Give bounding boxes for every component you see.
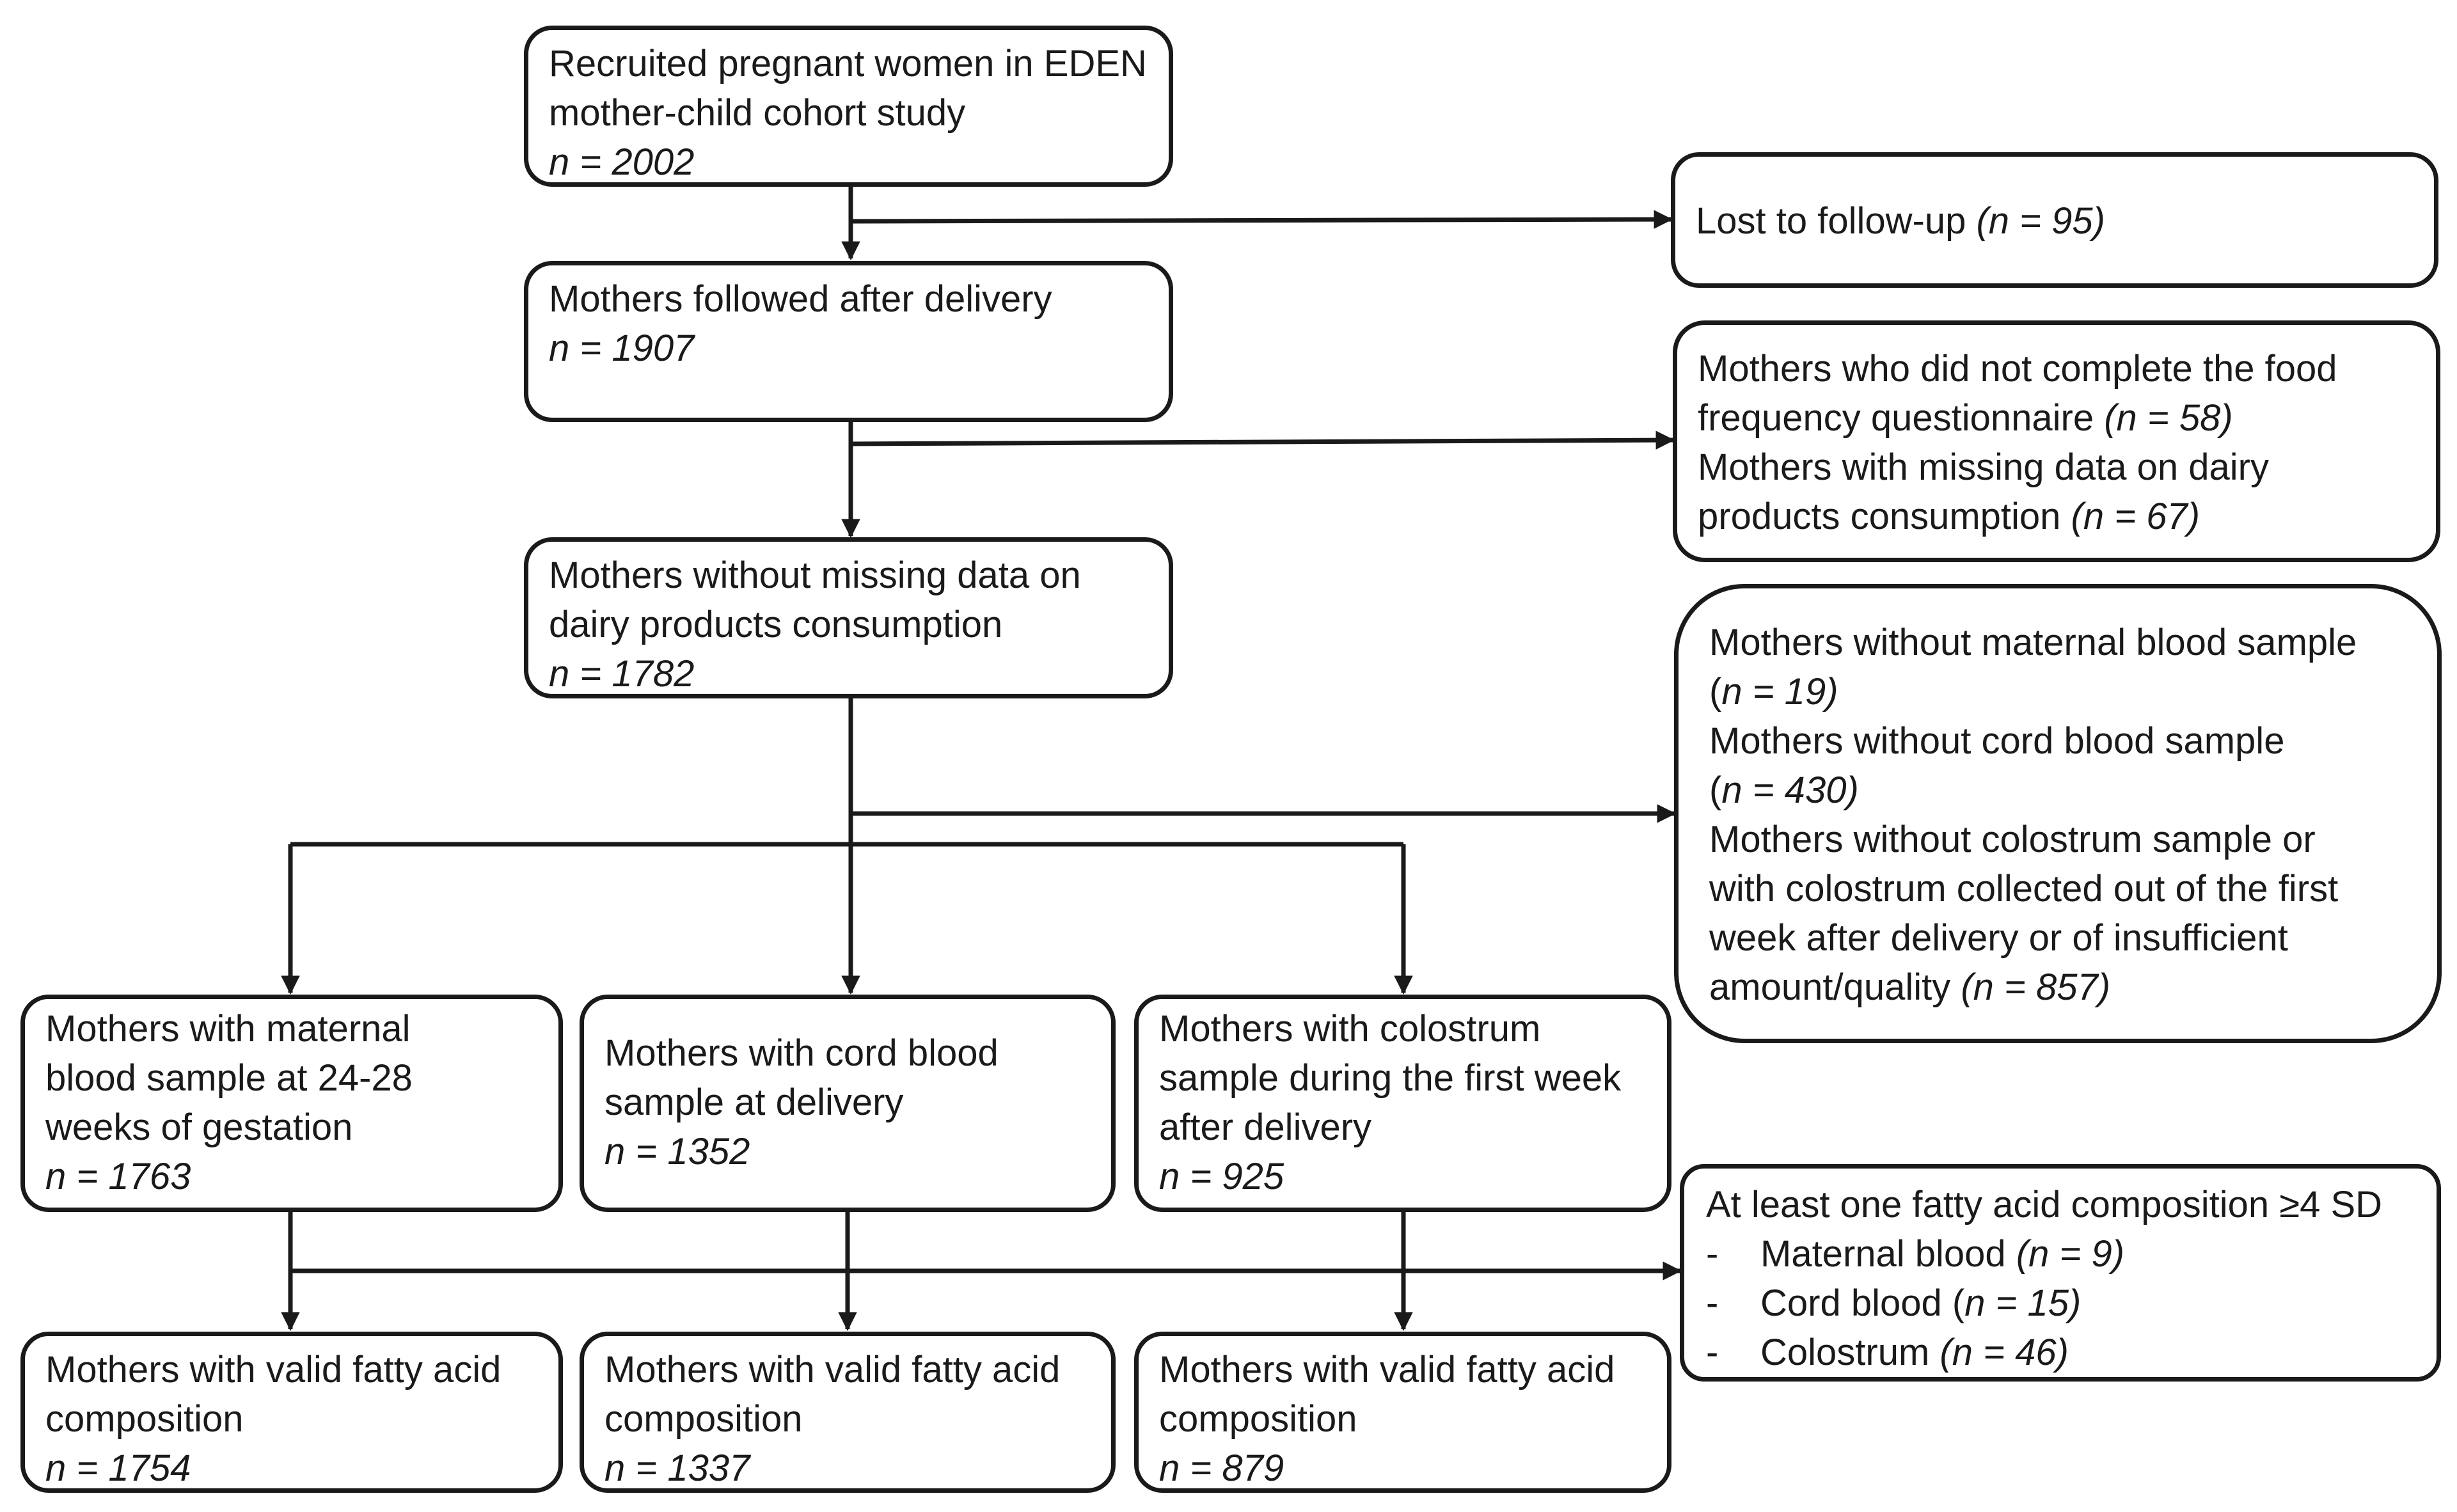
box-colostrum-line1: Mothers with colostrum [1159, 1008, 1541, 1050]
samples-c-line1: Mothers without colostrum sample or [1709, 819, 2316, 860]
samples-c-line4: amount/quality [1709, 966, 1961, 1008]
box-valid-cord-line1: Mothers with valid fatty acid [604, 1349, 1061, 1390]
outliers-item1-label: Maternal blood [1760, 1233, 2016, 1275]
box-recruited-count: n = 2002 [549, 141, 695, 183]
box-valid-cord-count: n = 1337 [604, 1447, 750, 1489]
outliers-item3-label: Colostrum [1760, 1332, 1940, 1373]
box-valid-colostrum-line1: Mothers with valid fatty acid [1159, 1349, 1615, 1390]
lost-line: Lost to follow-up (n = 95) [1696, 196, 2414, 246]
box-valid-maternal-line2: composition [45, 1398, 244, 1440]
outliers-dash-3: - [1706, 1332, 1719, 1373]
outliers-item2-label: Cord blood [1760, 1282, 1952, 1324]
box-colostrum-count: n = 925 [1159, 1156, 1284, 1197]
box-outlier-exclusion: At least one fatty acid composition ≥4 S… [1680, 1164, 2441, 1382]
arrow-to-lost [850, 210, 1673, 229]
arrow-to-ffq-exclusion [850, 430, 1675, 450]
outliers-item-colostrum: -Colostrum (n = 46) [1706, 1328, 2416, 1377]
box-valid-cord: Mothers with valid fatty acid compositio… [580, 1332, 1116, 1493]
box-no-missing-line2: dairy products consumption [549, 604, 1003, 645]
samples-a-count-wrap: (n = 19) [1709, 667, 2417, 716]
ffq-b-line2: products consumption [1698, 496, 2071, 537]
outliers-item3-count: (n = 46) [1940, 1332, 2069, 1373]
samples-c-line2: with colostrum collected out of the firs… [1709, 868, 2339, 910]
ffq-b-count: (n = 67) [2071, 496, 2200, 537]
box-lost-to-follow-up: Lost to follow-up (n = 95) [1671, 152, 2438, 288]
box-valid-colostrum-line2: composition [1159, 1398, 1357, 1440]
box-valid-colostrum-count: n = 879 [1159, 1447, 1284, 1489]
outliers-item-cord: -Cord blood (n = 15) [1706, 1279, 2416, 1328]
box-colostrum-line2: sample during the first week [1159, 1057, 1622, 1099]
ffq-a-line1: Mothers who did not complete the food [1698, 348, 2337, 390]
outliers-item2-count: n = 15) [1964, 1282, 2082, 1324]
box-cord-blood-line2: sample at delivery [604, 1082, 904, 1123]
samples-c-line3: week after delivery or of insufficient [1709, 917, 2288, 959]
box-followed-line1: Mothers followed after delivery [549, 278, 1052, 320]
samples-b-line1: Mothers without cord blood sample [1709, 720, 2285, 762]
lost-text: Lost to follow-up [1696, 200, 1977, 242]
ffq-b-line1: Mothers with missing data on dairy [1698, 446, 2269, 488]
samples-b-paren: ( [1709, 769, 1722, 811]
box-ffq-exclusion: Mothers who did not complete the food fr… [1673, 320, 2440, 562]
box-no-missing-line1: Mothers without missing data on [549, 555, 1081, 596]
ffq-a-line2-wrap: frequency questionnaire (n = 58) [1698, 393, 2415, 443]
samples-b-count-wrap: (n = 430) [1709, 766, 2417, 815]
box-recruited: Recruited pregnant women in EDEN mother-… [524, 26, 1173, 187]
box-followed-count: n = 1907 [549, 327, 695, 369]
lost-count: (n = 95) [1976, 200, 2105, 242]
box-valid-maternal: Mothers with valid fatty acid compositio… [20, 1332, 563, 1493]
box-valid-maternal-count: n = 1754 [45, 1447, 191, 1489]
box-cord-blood-line1: Mothers with cord blood [604, 1032, 999, 1074]
box-maternal-blood: Mothers with maternal blood sample at 24… [20, 995, 563, 1212]
box-followed: Mothers followed after delivery n = 1907 [524, 261, 1173, 422]
samples-c-count: (n = 857) [1961, 966, 2111, 1008]
box-no-missing-count: n = 1782 [549, 653, 695, 695]
samples-c-line4-wrap: amount/quality (n = 857) [1709, 963, 2417, 1012]
outliers-title: At least one fatty acid composition ≥4 S… [1706, 1184, 2383, 1225]
outliers-dash-1: - [1706, 1233, 1719, 1275]
box-cord-blood: Mothers with cord blood sample at delive… [580, 995, 1116, 1212]
ffq-a-line2: frequency questionnaire [1698, 397, 2105, 439]
box-colostrum-line3: after delivery [1159, 1106, 1372, 1148]
box-recruited-line1: Recruited pregnant women in EDEN [549, 43, 1147, 84]
samples-b-count: n = 430) [1721, 769, 1859, 811]
outliers-item1-count: (n = 9) [2016, 1233, 2125, 1275]
box-no-missing: Mothers without missing data on dairy pr… [524, 537, 1173, 698]
box-recruited-line2: mother-child cohort study [549, 92, 966, 134]
box-maternal-blood-count: n = 1763 [45, 1156, 191, 1197]
box-cord-blood-count: n = 1352 [604, 1131, 750, 1172]
samples-a-count: n = 19) [1721, 671, 1838, 713]
outliers-item-maternal: -Maternal blood (n = 9) [1706, 1229, 2416, 1279]
box-maternal-blood-line2: blood sample at 24-28 [45, 1057, 413, 1099]
box-valid-colostrum: Mothers with valid fatty acid compositio… [1134, 1332, 1671, 1493]
samples-a-line1: Mothers without maternal blood sample [1709, 622, 2357, 663]
box-maternal-blood-line1: Mothers with maternal [45, 1008, 411, 1050]
box-valid-maternal-line1: Mothers with valid fatty acid [45, 1349, 502, 1390]
ffq-a-count: (n = 58) [2104, 397, 2233, 439]
ffq-b-line2-wrap: products consumption (n = 67) [1698, 492, 2415, 541]
box-maternal-blood-line3: weeks of gestation [45, 1106, 353, 1148]
box-sample-exclusion: Mothers without maternal blood sample (n… [1674, 584, 2442, 1043]
outliers-dash-2: - [1706, 1282, 1719, 1324]
box-colostrum: Mothers with colostrum sample during the… [1134, 995, 1671, 1212]
outliers-item2-paren: ( [1952, 1282, 1965, 1324]
box-valid-cord-line2: composition [604, 1398, 803, 1440]
samples-a-paren: ( [1709, 671, 1722, 713]
